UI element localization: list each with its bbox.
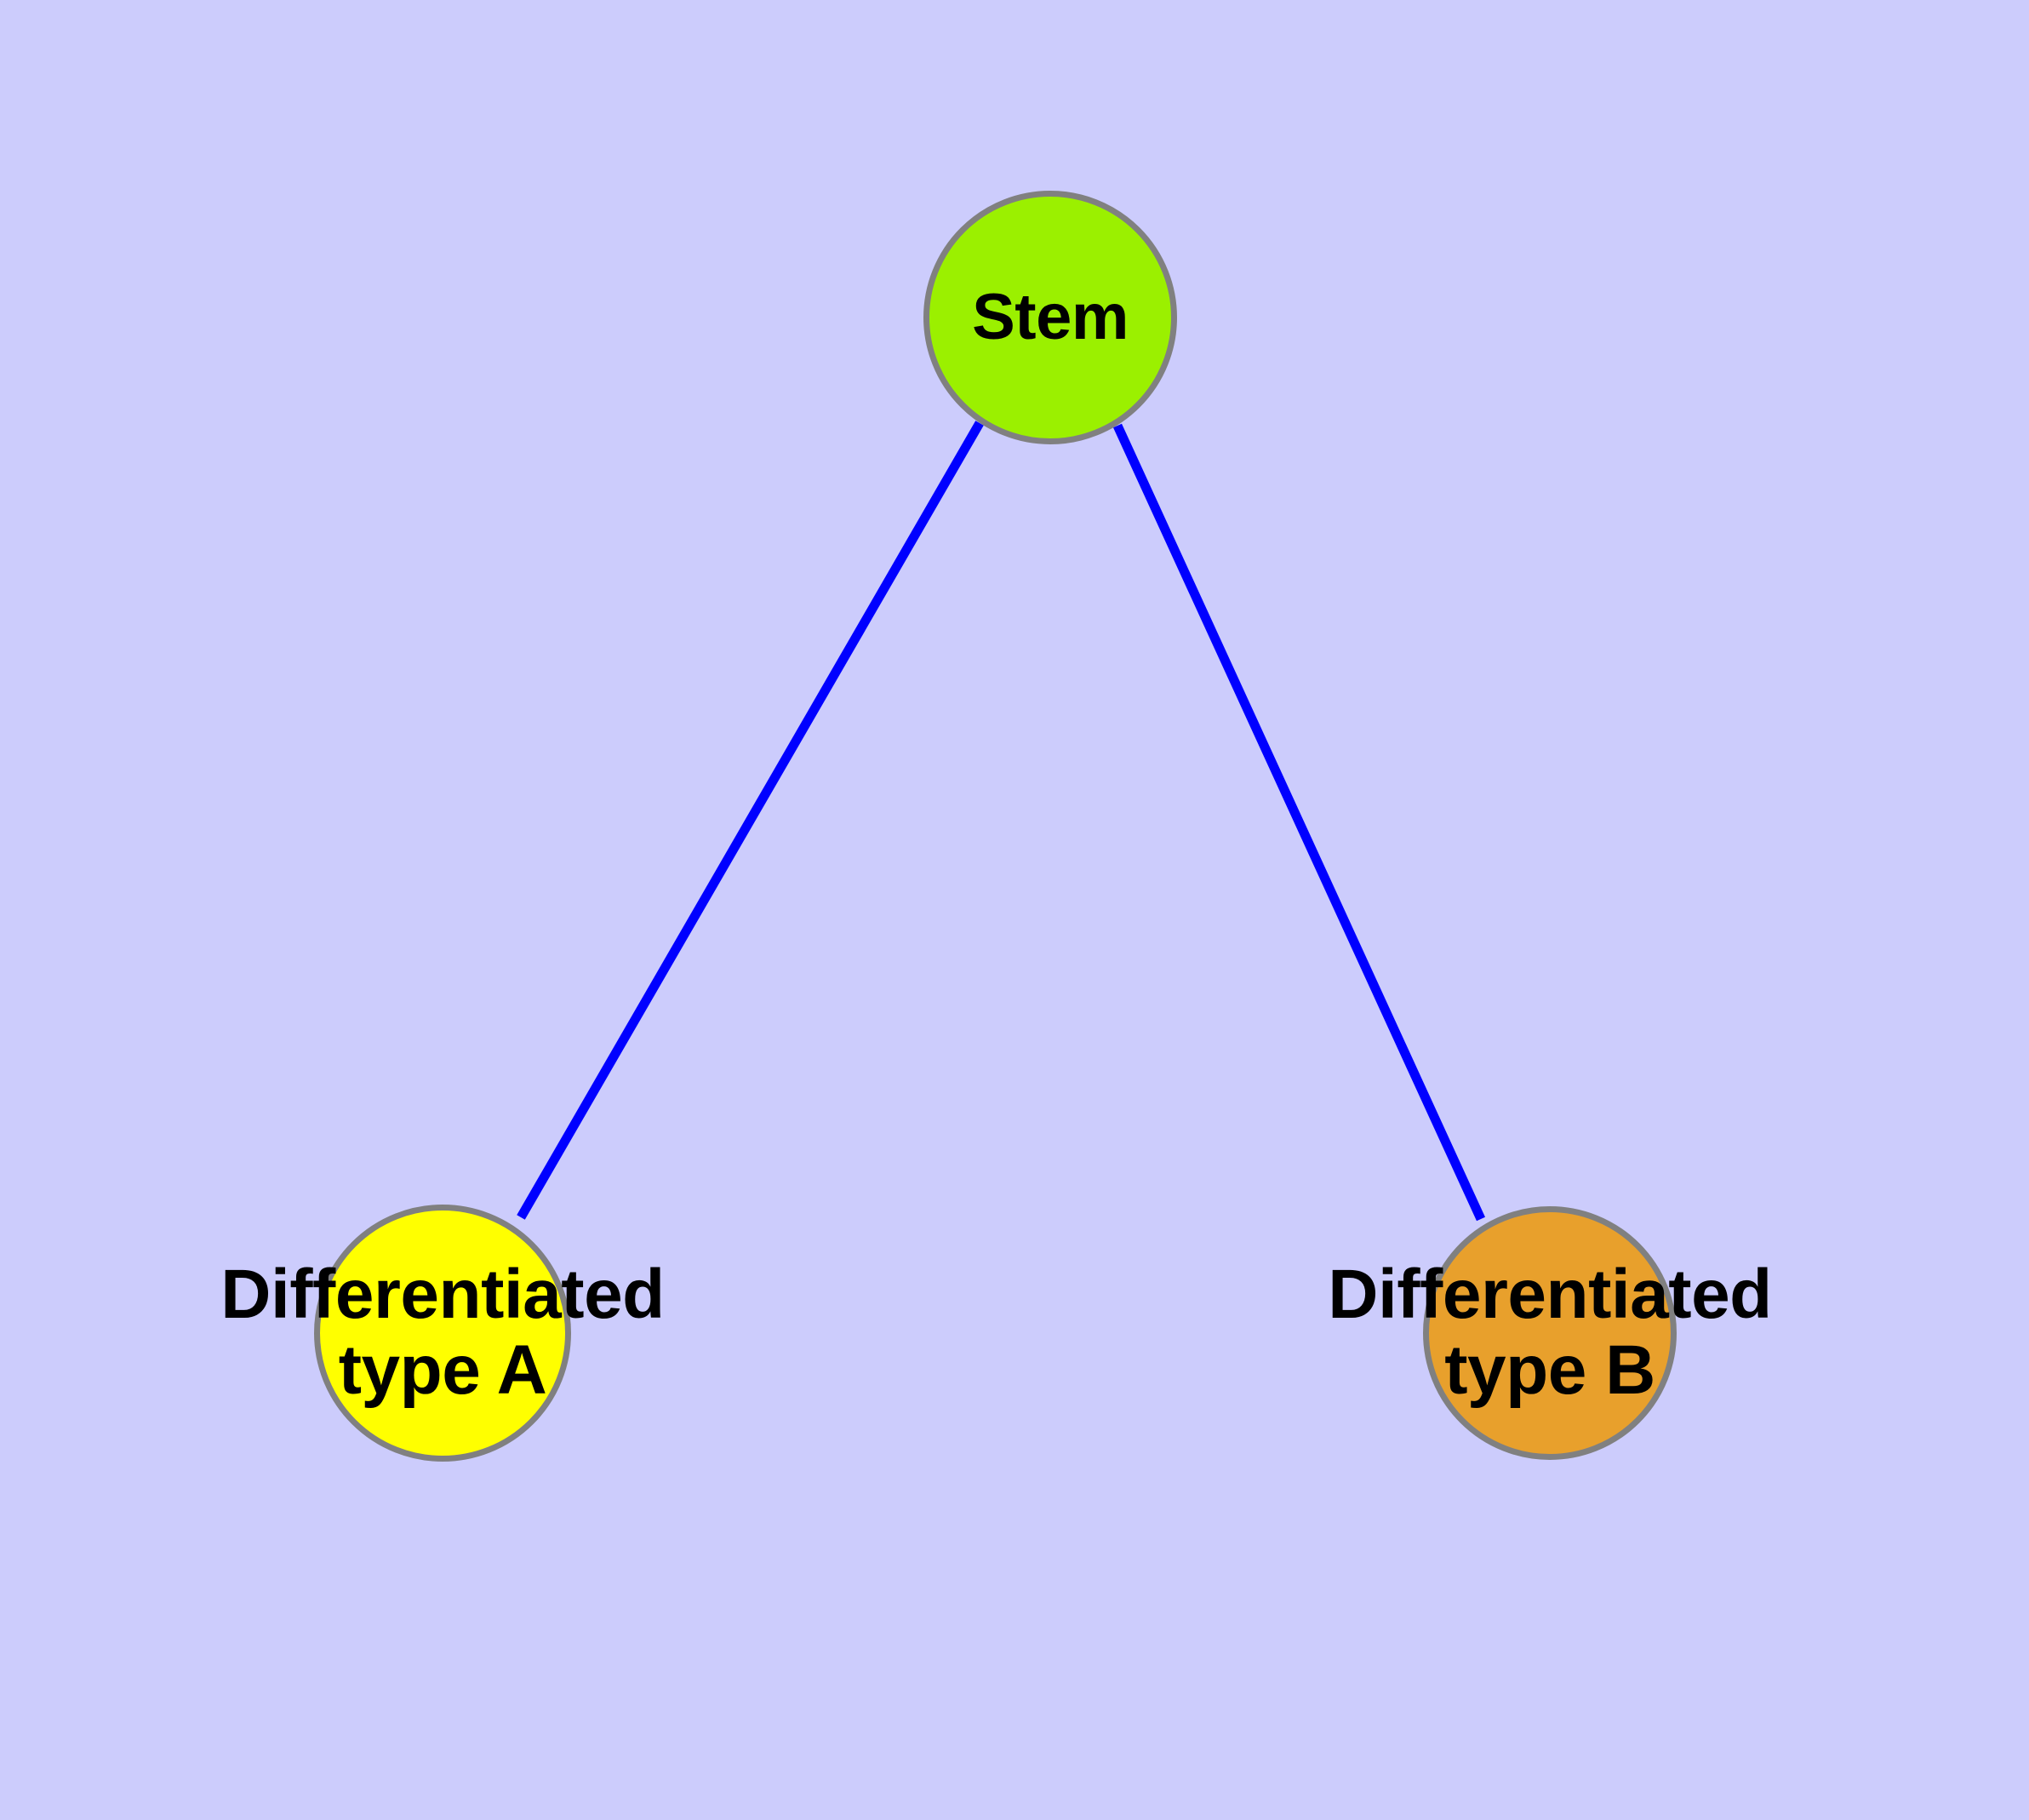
node-circle-diff-a[interactable] — [314, 1205, 571, 1462]
node-label-stem: Stem — [972, 280, 1129, 353]
node-label-line: type B — [1444, 1331, 1655, 1409]
edges-group — [517, 421, 1486, 1222]
graph-edge-stem-to-diff-b — [1112, 423, 1486, 1222]
node-circle-stem[interactable] — [923, 191, 1177, 444]
node-label-line: Differentiated — [1328, 1256, 1772, 1334]
node-label-line: Stem — [972, 280, 1129, 353]
graph-node-stem[interactable]: Stem — [923, 191, 1177, 444]
node-label-line: Differentiated — [220, 1256, 665, 1334]
node-circle-diff-b[interactable] — [1423, 1206, 1677, 1460]
graph-edge-stem-to-diff-a — [517, 421, 984, 1220]
node-label-line: type A — [338, 1331, 547, 1409]
